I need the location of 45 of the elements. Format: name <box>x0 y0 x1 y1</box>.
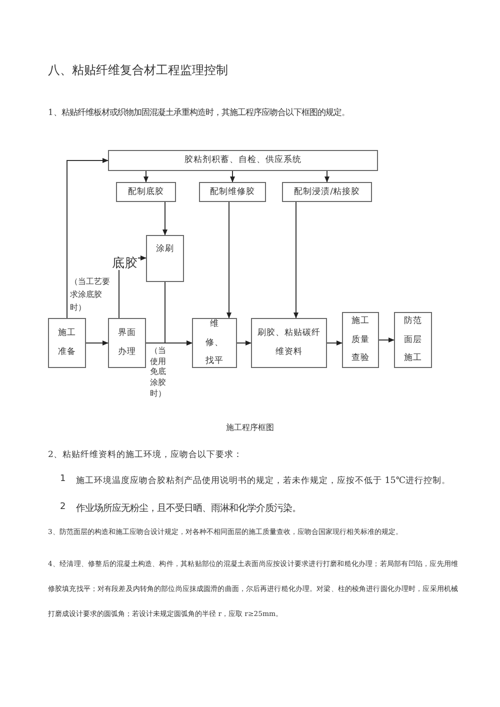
box-label: 施工准备 <box>57 327 77 359</box>
box-label: 施工质量查验 <box>350 314 370 366</box>
box-label: 胶粘剂积蓄、自检、供应系统 <box>184 155 302 166</box>
section-heading: 八、粘贴纤维复合材工程监理控制 <box>48 62 228 79</box>
arrow <box>162 202 168 236</box>
intro-text: 1、粘贴纤维板材或织物加固混凝土承重构造时，其施工程序应吻合以下框图的规定。 <box>48 107 350 118</box>
note-text: （当工艺要求涂底胶时） <box>70 275 111 314</box>
process-box <box>394 312 432 368</box>
process-box <box>192 318 237 368</box>
list-item-text: 作业场所应无粉尘，且不受日晒、雨淋和化学介质污染。 <box>76 502 301 515</box>
arrow <box>236 340 252 346</box>
arrow <box>226 202 232 318</box>
process-box <box>199 182 266 202</box>
arrow <box>378 338 394 342</box>
box-label: 防范面层施工 <box>403 314 423 366</box>
list-number: 1 <box>60 474 66 484</box>
box-label: 涂刷 <box>156 244 174 255</box>
arrow <box>86 340 108 346</box>
process-box <box>108 150 378 171</box>
arrow <box>324 170 330 182</box>
box-label: 刷胶、粘贴碳纤维资料 <box>257 327 321 359</box>
process-box <box>116 182 176 202</box>
process-box <box>282 182 372 202</box>
process-box <box>146 235 184 282</box>
list-item-text: 施工环境温度应吻合胶粘剂产品使用说明书的规定，若未作规定，应按不低于 15℃进行控制。 <box>76 475 451 487</box>
note-text: （当使用免底涂胶时） <box>150 345 167 398</box>
box-label: 配制浸渍/粘接胶 <box>294 186 360 198</box>
list-number: 2 <box>60 502 66 512</box>
arrow <box>144 170 148 182</box>
box-label: 维修、找平 <box>204 318 224 368</box>
arrow <box>146 340 192 346</box>
process-box <box>108 318 146 368</box>
arrow <box>66 158 108 318</box>
process-box <box>342 312 379 368</box>
process-box <box>251 318 327 368</box>
arrow <box>326 340 342 346</box>
paragraph-text: 2、粘贴纤维资料的施工环境，应吻合以下要求： <box>48 449 242 461</box>
box-label: 配制维修胶 <box>210 186 255 198</box>
figure-caption: 施工程序框图 <box>225 422 275 433</box>
box-label: 界面办理 <box>117 327 137 359</box>
arrow <box>230 170 235 182</box>
arrow <box>294 202 298 318</box>
process-box <box>48 318 86 368</box>
box-label: 配制底胶 <box>128 186 164 198</box>
edge-label: 底胶 <box>112 257 138 270</box>
